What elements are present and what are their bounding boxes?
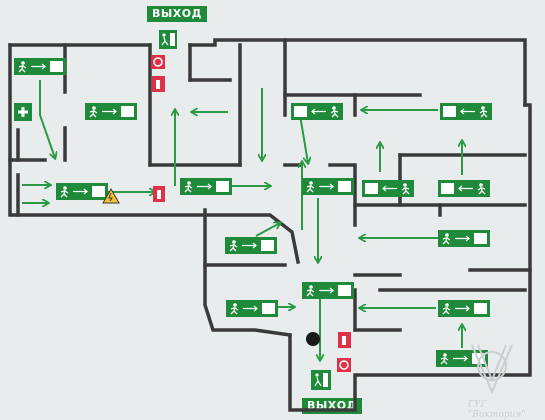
running-man-exit-sign-icon: [225, 299, 279, 318]
fire-extinguisher-icon: [338, 332, 351, 348]
fire-extinguisher-icon: [153, 186, 165, 202]
watermark-logo-icon: [471, 344, 513, 395]
arrow: [39, 80, 55, 158]
running-man-exit-sign-icon: [55, 182, 109, 201]
top-exit-label: ВЫХОД: [147, 6, 207, 22]
evacuation-arrows: [22, 35, 462, 360]
running-man-exit-sign-icon: [13, 57, 67, 76]
fire-alarm-icon: [337, 358, 351, 372]
fire-equipment: [151, 55, 351, 372]
running-man-exit-sign-icon: [290, 102, 344, 121]
high-voltage-warning-icon: [102, 187, 120, 204]
fire-extinguisher-icon: [152, 76, 165, 92]
running-man-exit-sign-icon: [301, 177, 355, 196]
current-location-dot-icon: [306, 332, 320, 346]
exit-signs: [13, 57, 493, 368]
arrow: [255, 223, 280, 237]
fire-alarm-icon: [151, 55, 165, 69]
running-man-exit-sign-icon: [361, 179, 415, 198]
arrow: [299, 114, 308, 163]
first-aid-icon: [14, 103, 32, 121]
running-man-exit-sign-icon: [439, 102, 493, 121]
top-exit-door-icon: [159, 30, 177, 49]
running-man-exit-sign-icon: [437, 229, 491, 248]
running-man-exit-sign-icon: [437, 299, 491, 318]
running-man-exit-sign-icon: [224, 236, 278, 255]
running-man-exit-sign-icon: [301, 281, 355, 300]
running-man-exit-sign-icon: [437, 179, 491, 198]
bottom-exit-door-icon: [311, 370, 331, 390]
running-man-exit-sign-icon: [179, 177, 233, 196]
running-man-exit-sign-icon: [84, 102, 138, 121]
walls: [8, 38, 532, 412]
watermark-text: ГУГ "Виктория": [468, 400, 526, 420]
